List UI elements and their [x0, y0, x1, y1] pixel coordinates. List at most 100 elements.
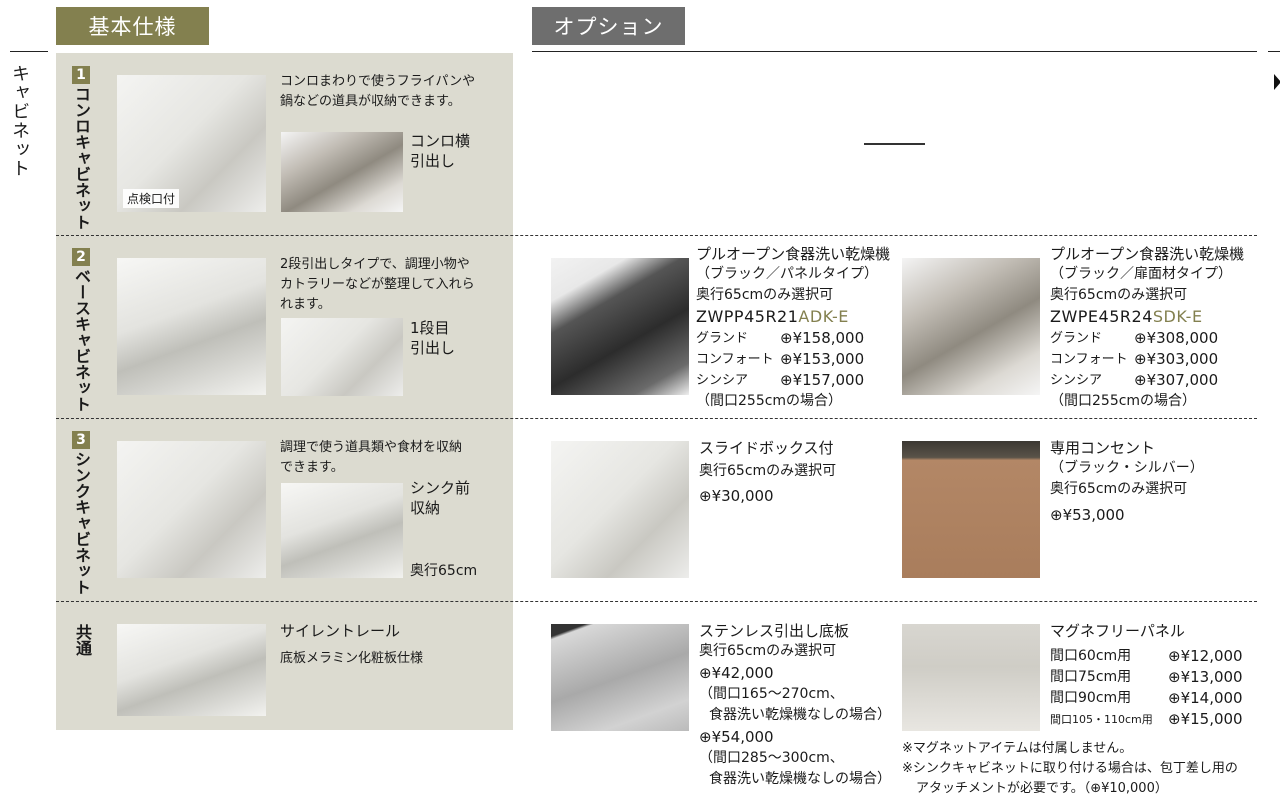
grade-label: コンフォート	[696, 352, 774, 367]
price-value: ⊕¥12,000	[1168, 647, 1243, 665]
section-title: ベースキャビネット	[72, 268, 91, 412]
price-value: ⊕¥158,000	[780, 329, 865, 347]
model-number: ZWPE45R24SDK-E	[1050, 306, 1244, 328]
sub-label-line: 1段目	[410, 319, 450, 337]
divider	[532, 51, 1257, 52]
option-depth: 奥行65cmのみ選択可	[699, 643, 837, 659]
option-price: ⊕¥54,000	[699, 728, 774, 746]
option-subtitle: （ブラック／パネルタイプ）	[696, 266, 878, 282]
section-divider	[56, 601, 1257, 602]
price-note: （間口285～300cm、	[699, 750, 844, 766]
magnet-panel-photo	[902, 624, 1040, 731]
model-suffix: SDK-E	[1152, 307, 1203, 326]
description-line: コンロまわりで使うフライパンや	[280, 74, 476, 89]
description-line: できます。	[280, 460, 344, 475]
tab-basic-label: 基本仕様	[88, 15, 177, 39]
outlet-photo	[902, 441, 1040, 578]
option-title: マグネフリーパネル	[1050, 622, 1185, 640]
divider	[10, 51, 48, 52]
option-title: スライドボックス付	[699, 439, 834, 457]
sub-label: シンク前 収納	[410, 478, 470, 518]
price-row: 間口90cm用⊕¥14,000	[1050, 688, 1243, 709]
section-description: コンロまわりで使うフライパンや 鍋などの道具が収納できます。	[280, 72, 475, 112]
description-line: カトラリーなどが整理して入れら	[280, 277, 475, 292]
section-divider	[56, 235, 1257, 236]
price-row: 間口60cm用 ⊕¥12,000	[1050, 646, 1243, 667]
no-option-mark	[864, 143, 925, 145]
stove-cabinet-photo: 点検口付	[117, 75, 266, 212]
section-number-badge: 3	[72, 431, 90, 449]
sub-label-line: 収納	[410, 499, 441, 517]
price-note: 食器洗い乾燥機なしの場合）	[709, 707, 891, 723]
footnote: ※シンクキャビネットに取り付ける場合は、包丁差し用の	[902, 761, 1238, 776]
price-row: シンシア ⊕¥307,000	[1050, 370, 1244, 391]
model-number: ZWPP45R21ADK-E	[696, 306, 890, 328]
option-info: 専用コンセント （ブラック・シルバー） 奥行65cmのみ選択可 ⊕¥53,000	[1050, 438, 1204, 526]
section-divider	[56, 418, 1257, 419]
price-row: 間口105・110cm用 ⊕¥15,000	[1050, 709, 1243, 730]
feature-description: 底板メラミン化粧板仕様	[280, 651, 424, 666]
option-info: プルオープン食器洗い乾燥機 （ブラック／扉面材タイプ） 奥行65cmのみ選択可 …	[1050, 244, 1244, 412]
price-note: （間口255cmの場合）	[1050, 393, 1197, 409]
tab-basic-spec[interactable]: 基本仕様	[56, 7, 209, 45]
section-description: 調理で使う道具類や食材を収納 できます。	[280, 438, 462, 478]
tab-options[interactable]: オプション	[532, 7, 685, 45]
divider	[1268, 51, 1280, 52]
price-value: ⊕¥13,000	[1168, 668, 1243, 686]
option-price: ⊕¥53,000	[1050, 506, 1125, 524]
option-depth: 奥行65cmのみ選択可	[1050, 287, 1188, 303]
feature-title: サイレントレール	[280, 622, 401, 640]
grade-label: シンシア	[696, 373, 749, 388]
price-value: ⊕¥14,000	[1168, 689, 1243, 707]
option-subtitle: （ブラック／扉面材タイプ）	[1050, 266, 1232, 282]
grade-label: グランド	[1050, 331, 1103, 346]
price-value: ⊕¥15,000	[1168, 710, 1243, 728]
price-note: （間口255cmの場合）	[696, 393, 843, 409]
slide-box-photo	[551, 441, 689, 578]
sink-cabinet-photo	[117, 441, 266, 578]
option-info: スライドボックス付 奥行65cmのみ選択可 ⊕¥30,000	[699, 438, 836, 507]
sub-label-line: コンロ横	[410, 132, 471, 150]
option-info: プルオープン食器洗い乾燥機 （ブラック／パネルタイプ） 奥行65cmのみ選択可 …	[696, 244, 890, 412]
grade-label: グランド	[696, 331, 749, 346]
option-depth: 奥行65cmのみ選択可	[1050, 481, 1188, 497]
model-suffix: ADK-E	[798, 307, 849, 326]
grade-label: シンシア	[1050, 373, 1103, 388]
price-value: ⊕¥308,000	[1134, 329, 1219, 347]
size-label: 間口60cm用	[1050, 648, 1132, 664]
model-base: ZWPE45R24	[1050, 307, 1153, 326]
magnet-panel-notes: ※マグネットアイテムは付属しません。 ※シンクキャビネットに取り付ける場合は、包…	[902, 739, 1238, 799]
sub-label-line: シンク前	[410, 479, 471, 497]
upper-drawer-photo	[281, 318, 403, 396]
option-title: プルオープン食器洗い乾燥機	[696, 245, 891, 263]
sub-label: 1段目 引出し	[410, 318, 455, 358]
option-info: ステンレス引出し底板 奥行65cmのみ選択可 ⊕¥42,000 （間口165～2…	[699, 621, 891, 790]
section-number-badge: 2	[72, 248, 90, 266]
section-description: 2段引出しタイプで、調理小物や カトラリーなどが整理して入れら れます。	[280, 255, 475, 315]
price-row: グランド ⊕¥308,000	[1050, 328, 1244, 349]
description-line: 鍋などの道具が収納できます。	[280, 94, 461, 109]
price-row: シンシア⊕¥157,000	[696, 370, 890, 391]
option-info: マグネフリーパネル 間口60cm用 ⊕¥12,000 間口75cm用⊕¥13,00…	[1050, 621, 1243, 730]
option-title: ステンレス引出し底板	[699, 622, 850, 640]
price-note: 食器洗い乾燥機なしの場合）	[709, 771, 891, 787]
base-cabinet-photo	[117, 258, 266, 395]
size-label: 間口105・110cm用	[1050, 713, 1153, 726]
price-value: ⊕¥153,000	[780, 350, 865, 368]
grade-label: コンフォート	[1050, 352, 1128, 367]
section-title: 共通	[73, 624, 92, 656]
price-note: （間口165～270cm、	[699, 686, 844, 702]
side-drawer-photo	[281, 132, 403, 212]
price-row: グランド ⊕¥158,000	[696, 328, 890, 349]
price-row: 間口75cm用⊕¥13,000	[1050, 667, 1243, 688]
category-label: キャビネット	[9, 64, 30, 178]
dishwasher-panel-photo	[551, 258, 689, 395]
price-list: 間口60cm用 ⊕¥12,000 間口75cm用⊕¥13,000 間口90cm用⊕…	[1050, 646, 1243, 730]
sub-label-line: 引出し	[410, 152, 456, 170]
next-page-arrow-icon[interactable]	[1274, 74, 1280, 90]
description-line: れます。	[280, 297, 331, 312]
price-value: ⊕¥303,000	[1134, 350, 1219, 368]
footnote: アタッチメントが必要です。（⊕¥10,000）	[916, 781, 1168, 796]
price-value: ⊕¥307,000	[1134, 371, 1219, 389]
sub-label: コンロ横 引出し	[410, 131, 470, 171]
